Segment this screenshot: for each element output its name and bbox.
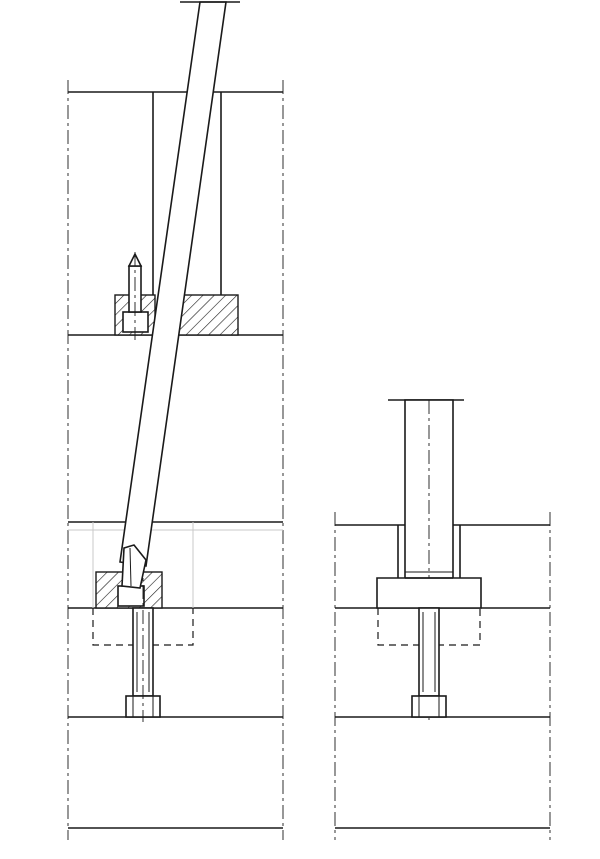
inclined-rod-socket-detail (129, 547, 132, 587)
left-upper-nut (122, 311, 149, 333)
left-upper-hatched-block (177, 294, 239, 336)
right-view (334, 399, 551, 840)
right-screw-shank (418, 607, 440, 697)
left-lower-nut (117, 585, 145, 607)
right-flange-block (376, 577, 482, 609)
inclined-rod-socket-tip (121, 544, 147, 589)
right-screw-head (411, 695, 447, 718)
left-view (67, 1, 284, 840)
